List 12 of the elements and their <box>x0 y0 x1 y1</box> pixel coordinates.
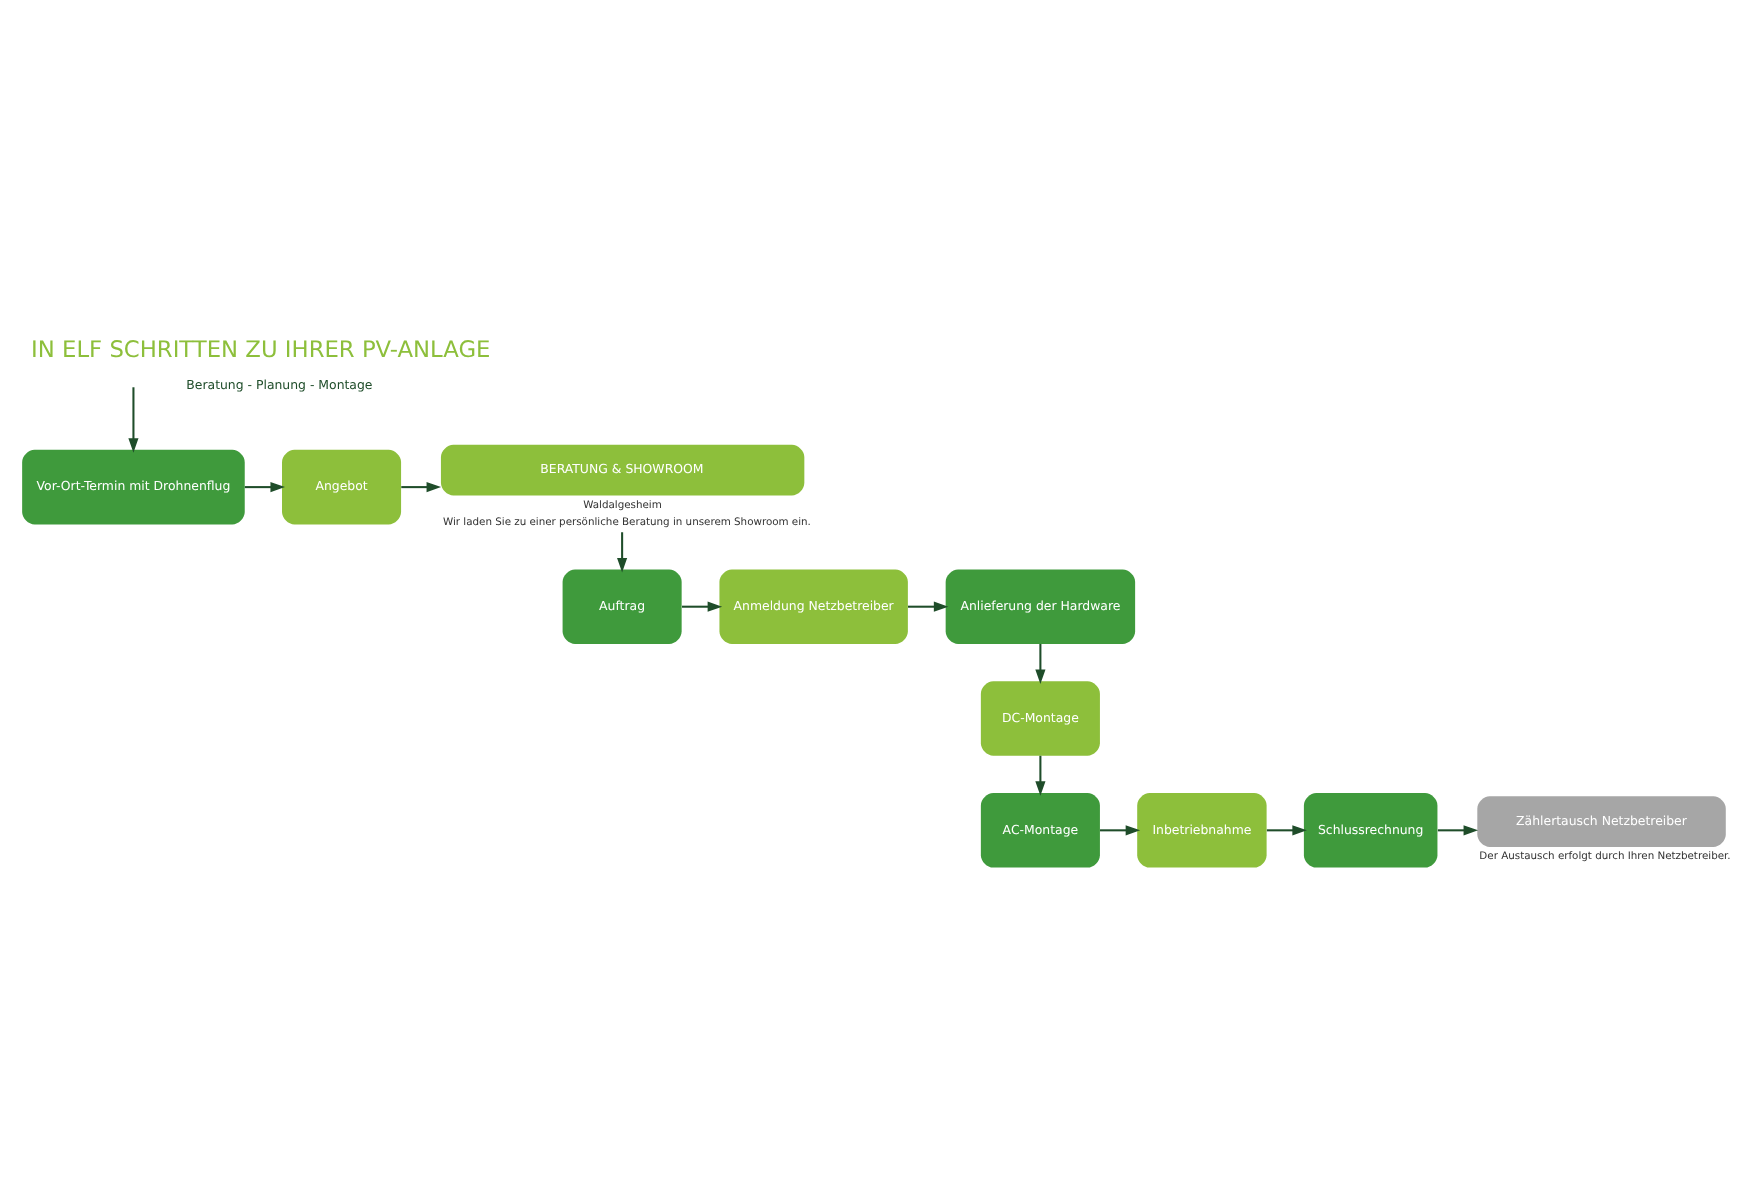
arrow <box>1265 824 1306 835</box>
arrow <box>400 481 441 492</box>
arrow <box>680 600 722 611</box>
arrow <box>127 386 138 452</box>
arrow <box>1099 824 1140 835</box>
arrow <box>616 531 627 572</box>
arrow <box>243 481 284 492</box>
diagram-title: IN ELF SCHRITTEN ZU IHRER PV-ANLAGE <box>30 333 490 362</box>
arrow <box>1436 824 1478 835</box>
arrow <box>1034 754 1045 795</box>
arrow <box>1034 642 1045 684</box>
arrow <box>907 600 948 611</box>
